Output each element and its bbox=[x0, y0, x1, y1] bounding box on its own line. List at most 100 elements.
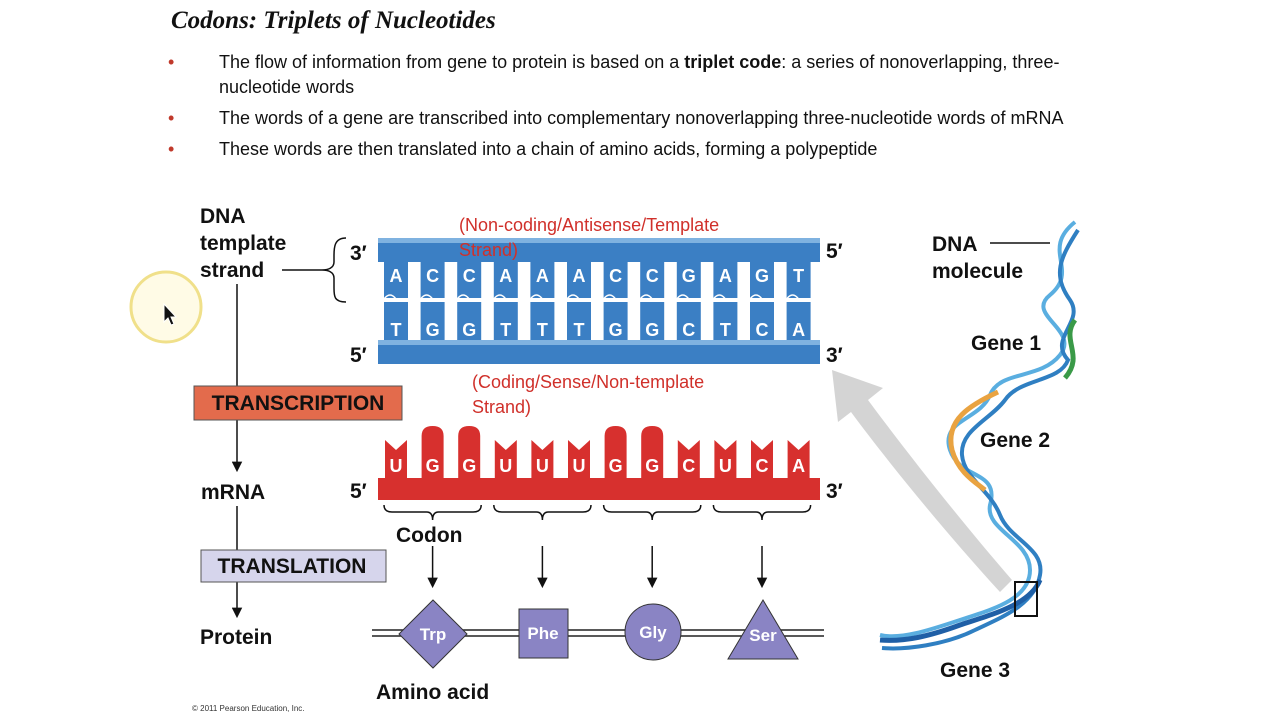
mrna-label: mRNA bbox=[201, 481, 265, 504]
mrna-base bbox=[714, 440, 737, 478]
end-label-bottom-right: 3′ bbox=[826, 344, 843, 367]
codon-braces bbox=[383, 504, 812, 589]
end-label-mrna-right: 3′ bbox=[826, 480, 843, 503]
codon-label: Codon bbox=[396, 524, 462, 547]
coding-annotation-line2: Strand) bbox=[472, 397, 531, 417]
dna-bottom-base-letter: G bbox=[609, 320, 623, 340]
dna-top-base bbox=[713, 262, 738, 298]
gene-2-label: Gene 2 bbox=[980, 429, 1050, 452]
gene-3-label: Gene 3 bbox=[940, 659, 1010, 682]
dna-molecule-helix bbox=[879, 220, 1080, 651]
amino-acid-phe: Phe bbox=[518, 608, 569, 659]
base-pair-bond bbox=[383, 294, 812, 304]
bullet-item: •The words of a gene are transcribed int… bbox=[168, 106, 1098, 131]
codon-brace bbox=[493, 504, 592, 521]
dna-top-base bbox=[676, 262, 701, 298]
dna-bottom-base-letter: T bbox=[391, 320, 402, 340]
dna-top-base bbox=[786, 262, 811, 298]
dna-top-base bbox=[567, 262, 591, 298]
dna-top-base bbox=[420, 262, 445, 298]
dna-bottom-base-letter: G bbox=[426, 320, 440, 340]
bullet-text-post: : a series of nonoverlapping, three-nucl… bbox=[219, 52, 1060, 97]
dna-template-label-line1: DNA bbox=[200, 205, 246, 228]
dna-top-base-letter: A bbox=[499, 266, 512, 286]
dna-bottom-base bbox=[603, 302, 628, 340]
dna-top-base bbox=[493, 262, 518, 298]
dna-bottom-base bbox=[457, 302, 482, 340]
zoom-arrow bbox=[832, 370, 1012, 592]
mrna-base-letter: U bbox=[536, 456, 549, 476]
codon-brace bbox=[712, 504, 812, 521]
dna-top-base bbox=[530, 262, 555, 298]
amino-acid-ser: Ser bbox=[727, 599, 799, 660]
dna-top-base-letter: G bbox=[682, 266, 696, 286]
template-brace bbox=[321, 237, 347, 303]
dna-bottom-base-letter: T bbox=[537, 320, 548, 340]
mrna-base-letter: A bbox=[792, 456, 805, 476]
codon-brace bbox=[602, 504, 702, 521]
amino-acid-gly: Gly bbox=[624, 603, 682, 661]
bullet-item: •These words are then translated into a … bbox=[168, 137, 1098, 162]
gene2-segment bbox=[948, 389, 1000, 492]
amino-acid-caption: Amino acid bbox=[376, 681, 489, 704]
dna-bottom-base bbox=[676, 302, 701, 340]
dna-bottom-base bbox=[786, 302, 811, 340]
dna-top-base-letter: C bbox=[646, 266, 659, 286]
mrna-base-letter: U bbox=[499, 456, 512, 476]
mrna-base-letter: C bbox=[682, 456, 695, 476]
bullet-text-pre: The flow of information from gene to pro… bbox=[219, 52, 685, 72]
dna-bottom-base-letter: C bbox=[756, 320, 769, 340]
amino-acid-trp: Trp bbox=[398, 599, 468, 669]
dna-top-base-letter: C bbox=[426, 266, 439, 286]
mrna-base-letter: C bbox=[756, 456, 769, 476]
mrna-base-letter: G bbox=[426, 456, 440, 476]
dna-top-base-letter: A bbox=[390, 266, 403, 286]
dna-bottom-base bbox=[530, 302, 555, 340]
mrna-base-letter: U bbox=[390, 456, 403, 476]
mrna-base bbox=[787, 440, 810, 478]
dna-bottom-base-letter: T bbox=[574, 320, 585, 340]
coding-annotation-line1: (Coding/Sense/Non-template bbox=[472, 372, 704, 392]
dna-top-base-letter: C bbox=[463, 266, 476, 286]
mrna-backbone bbox=[378, 478, 820, 500]
dna-top-base-letter: T bbox=[793, 266, 804, 286]
bullet-list: • The flow of information from gene to pr… bbox=[168, 50, 1098, 168]
transcription-label: TRANSCRIPTION bbox=[212, 392, 385, 415]
mrna-base-letter: G bbox=[462, 456, 476, 476]
dna-bottom-base-letter: A bbox=[792, 320, 805, 340]
dna-bottom-backbone-highlight bbox=[378, 340, 820, 345]
mrna-base-letter: G bbox=[645, 456, 659, 476]
amino-acid-label: Trp bbox=[420, 625, 446, 644]
triangle-shape bbox=[727, 599, 799, 660]
dna-top-base-letter: A bbox=[719, 266, 732, 286]
gene-1-label: Gene 1 bbox=[971, 332, 1041, 355]
circle-shape bbox=[624, 603, 682, 661]
dna-top-base bbox=[750, 262, 774, 298]
translation-box bbox=[200, 549, 387, 583]
bullet-text-bold: triplet code bbox=[684, 52, 782, 72]
dna-top-base-letter: A bbox=[573, 266, 586, 286]
dna-bottom-base bbox=[384, 302, 408, 340]
dna-bottom-base bbox=[493, 302, 518, 340]
mrna-base bbox=[385, 440, 407, 478]
zoom-box bbox=[1014, 581, 1038, 617]
dna-top-base bbox=[603, 262, 628, 298]
mrna-base bbox=[677, 440, 700, 478]
mrna-base bbox=[421, 426, 444, 478]
mrna-base-letter: G bbox=[609, 456, 623, 476]
dna-top-base bbox=[384, 262, 408, 298]
diamond-shape bbox=[398, 599, 468, 669]
translation-label: TRANSLATION bbox=[218, 555, 367, 578]
dna-bottom-base bbox=[567, 302, 591, 340]
dna-bottom-base-letter: C bbox=[682, 320, 695, 340]
bullet-dot-icon: • bbox=[168, 52, 175, 72]
transcription-box bbox=[193, 385, 403, 421]
gene1-segment bbox=[1063, 318, 1078, 380]
amino-acid-label: Ser bbox=[749, 626, 777, 645]
end-label-top-left: 3′ bbox=[350, 242, 367, 265]
